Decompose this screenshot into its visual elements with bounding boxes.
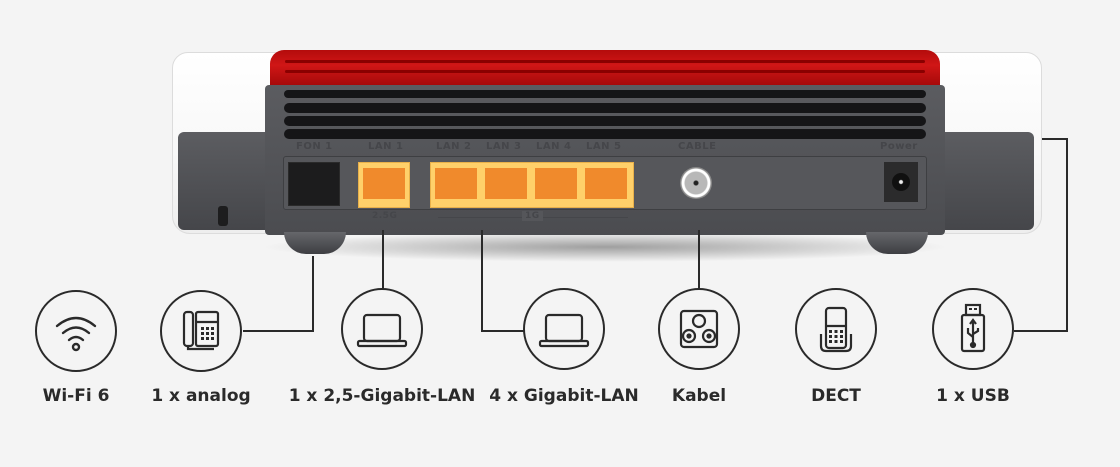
dect-phone-icon [819, 306, 853, 353]
speed-label-1g: 1G [522, 211, 543, 221]
speed-label-2-5g: 2.5G [372, 211, 398, 221]
wifi-icon [55, 316, 97, 352]
feature-label: 1 x analog [151, 386, 251, 406]
feature-label: 1 x USB [936, 386, 1010, 406]
router-right-side-panel [938, 132, 1034, 230]
vent-slot [284, 116, 926, 126]
lan1-port [358, 162, 410, 208]
port-label-cable: CABLE [678, 141, 717, 152]
power-socket [884, 162, 918, 202]
coax-socket-icon [679, 309, 719, 349]
connector-lan-1g [481, 330, 525, 332]
feature-icon-circle [932, 288, 1014, 370]
connector-usb [1066, 138, 1068, 332]
port-label-lan1: LAN 1 [368, 141, 404, 152]
lan2-5-ports [430, 162, 634, 208]
port-label-lan5: LAN 5 [586, 141, 622, 152]
connector-usb [1042, 138, 1068, 140]
connector-lan-2-5g [382, 230, 384, 290]
port-label-lan3: LAN 3 [486, 141, 522, 152]
feature-icon-circle [523, 288, 605, 370]
feature-icon-circle [160, 290, 242, 372]
laptop-icon [356, 313, 408, 348]
vent-slot [284, 103, 926, 113]
red-groove [285, 70, 925, 73]
cable-port [680, 167, 712, 199]
feature-icon-circle [795, 288, 877, 370]
port-label-power: Power [880, 141, 918, 152]
router-shadow [260, 232, 950, 262]
vent-slot [284, 90, 926, 98]
feature-label: 4 x Gigabit-LAN [489, 386, 639, 406]
laptop-icon [538, 313, 590, 348]
router-foot-right [866, 232, 928, 254]
feature-label: Wi-Fi 6 [42, 386, 110, 406]
analog-phone-icon [182, 310, 220, 351]
feature-label: 1 x 2,5-Gigabit-LAN [288, 386, 476, 406]
connector-analog [312, 256, 314, 332]
feature-icon-circle [35, 290, 117, 372]
usb-icon [960, 303, 986, 353]
feature-label: Kabel [671, 386, 727, 406]
connector-cable [698, 230, 700, 290]
feature-icon-circle [658, 288, 740, 370]
connector-usb [1014, 330, 1068, 332]
port-label-lan2: LAN 2 [436, 141, 472, 152]
router-foot-left [284, 232, 346, 254]
feature-label: DECT [811, 386, 861, 406]
feature-icon-circle [341, 288, 423, 370]
fon-port [288, 162, 340, 206]
router-red-top [270, 50, 940, 88]
connector-analog [243, 330, 314, 332]
red-groove [285, 60, 925, 63]
port-label-fon: FON 1 [296, 141, 333, 152]
port-label-lan4: LAN 4 [536, 141, 572, 152]
kensington-slot [218, 206, 228, 226]
vent-slot [284, 129, 926, 139]
connector-lan-1g [481, 230, 483, 332]
